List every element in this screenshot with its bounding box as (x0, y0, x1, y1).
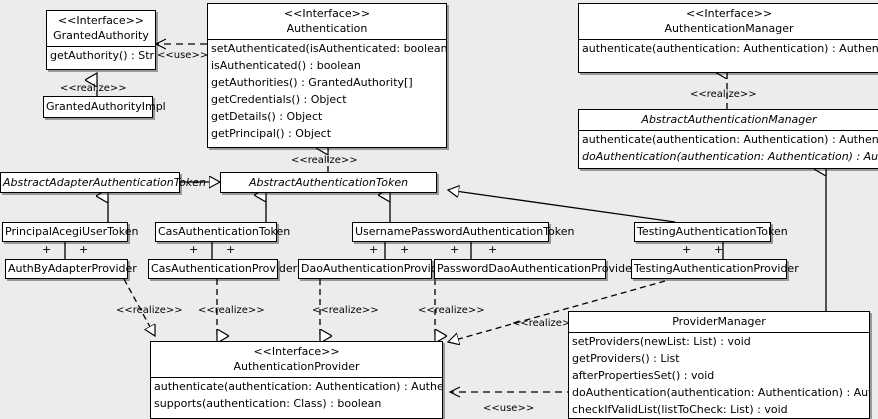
association-multiplicity-upat-1: + (369, 243, 379, 256)
class-name: GrantedAuthority (53, 29, 149, 42)
association-multiplicity-upat-4: + (488, 243, 498, 256)
label-realize-password-dao-authentication-provider: <<realize>> (418, 305, 485, 316)
operation: isAuthenticated() : boolean (211, 59, 361, 72)
operation: authenticate(authentication: Authenticat… (154, 380, 442, 393)
class-box-testing-authentication-token[interactable]: TestingAuthenticationToken (634, 222, 788, 242)
class-box-principal-acegi-user-token[interactable]: PrincipalAcegiUserToken (2, 222, 138, 242)
class-name: ProviderManager (672, 315, 766, 328)
operation: supports(authentication: Class) : boolea… (154, 397, 382, 410)
class-box-cas-authentication-provider[interactable]: CasAuthenticationProvider (148, 259, 297, 279)
operation: authenticate(authentication: Authenticat… (582, 42, 878, 55)
class-header: ProviderManager (569, 312, 869, 332)
class-header: <<Interface>> AuthenticationManager (579, 4, 878, 39)
operation: doAuthentication(authentication: Authent… (572, 386, 869, 399)
line-generalization-testingtoken-to-abstracttoken (448, 190, 676, 223)
stereotype-label: <<Interface>> (283, 7, 371, 20)
operations-compartment: getAuthority() : String (47, 46, 155, 64)
association-multiplicity-cas-token-right: + (226, 243, 236, 256)
association-multiplicity-upat-2: + (400, 243, 410, 256)
class-name: AbstractAuthenticationManager (641, 113, 817, 126)
association-multiplicity-upat-3: + (450, 243, 460, 256)
operations-compartment: authenticate(authentication: Authenticat… (579, 39, 878, 57)
class-box-cas-authentication-token[interactable]: CasAuthenticationToken (155, 222, 290, 242)
stereotype-label: <<Interface>> (57, 14, 145, 27)
association-multiplicity-principal-token-right: + (79, 243, 89, 256)
label-use-authentication-granted-authority: <<use>> (157, 50, 209, 61)
operation: authenticate(authentication: Authenticat… (582, 133, 878, 146)
class-name: Authentication (286, 22, 368, 35)
operation: getAuthorities() : GrantedAuthority[] (211, 76, 413, 89)
operation: getProviders() : List (572, 352, 680, 365)
label-realize-granted-authority-impl: <<realize>> (60, 83, 127, 94)
association-multiplicity-principal-token-left: + (42, 243, 52, 256)
association-multiplicity-cas-token-left: + (189, 243, 199, 256)
class-name: AuthenticationManager (664, 22, 794, 35)
operation: getDetails() : Object (211, 110, 323, 123)
operation: getCredentials() : Object (211, 93, 347, 106)
class-box-testing-authentication-provider[interactable]: TestingAuthenticationProvider (631, 259, 799, 279)
label-realize-auth-by-adapter-provider: <<realize>> (116, 305, 183, 316)
stereotype-label: <<Interface>> (685, 7, 773, 20)
operation: checkIfValidList(listToCheck: List) : vo… (572, 403, 788, 416)
class-box-username-password-authentication-token[interactable]: UsernamePasswordAuthenticationToken (352, 222, 575, 242)
class-box-auth-by-adapter-provider[interactable]: AuthByAdapterProvider (5, 259, 137, 279)
class-box-authentication[interactable]: <<Interface>> Authentication setAuthenti… (207, 3, 447, 148)
label-realize-abstract-authentication-manager: <<realize>> (690, 89, 757, 100)
class-box-abstract-authentication-token[interactable]: AbstractAuthenticationToken (220, 172, 437, 193)
operation: doAuthentication(authentication: Authent… (582, 150, 878, 163)
label-use-provider-manager-authentication-provider: <<use>> (483, 403, 535, 414)
class-box-password-dao-authentication-provider[interactable]: PasswordDaoAuthenticationProvider (434, 259, 636, 279)
class-header: <<Interface>> GrantedAuthority (47, 11, 155, 46)
label-realize-testing-authentication-provider: <<realize>> (512, 318, 579, 329)
operations-compartment: authenticate(authentication: Authenticat… (151, 377, 442, 412)
class-box-abstract-adapter-authentication-token[interactable]: AbstractAdapterAuthenticationToken (0, 172, 206, 193)
class-box-authentication-provider[interactable]: <<Interface>> AuthenticationProvider aut… (150, 341, 443, 419)
class-box-granted-authority[interactable]: <<Interface>> GrantedAuthority getAuthor… (46, 10, 156, 70)
operations-compartment: authenticate(authentication: Authenticat… (579, 130, 878, 165)
class-header: <<Interface>> AuthenticationProvider (151, 342, 442, 377)
label-realize-cas-authentication-provider: <<realize>> (198, 305, 265, 316)
class-name: AuthenticationProvider (233, 360, 360, 373)
class-box-authentication-manager[interactable]: <<Interface>> AuthenticationManager auth… (578, 3, 878, 73)
operation: getAuthority() : String (50, 49, 155, 62)
operation: setAuthenticated(isAuthenticated: boolea… (211, 42, 446, 55)
stereotype-label: <<Interface>> (253, 345, 340, 358)
label-realize-dao-authentication-provider: <<realize>> (312, 305, 379, 316)
class-box-provider-manager[interactable]: ProviderManager setProviders(newList: Li… (568, 311, 870, 419)
class-header: <<Interface>> Authentication (208, 4, 446, 39)
association-multiplicity-testing-token-right: + (714, 243, 724, 256)
operations-compartment: setAuthenticated(isAuthenticated: boolea… (208, 39, 446, 142)
association-multiplicity-testing-token-left: + (682, 243, 692, 256)
operation: setProviders(newList: List) : void (572, 335, 751, 348)
operation: getPrincipal() : Object (211, 127, 332, 140)
operation: afterPropertiesSet() : void (572, 369, 715, 382)
class-box-granted-authority-impl[interactable]: GrantedAuthorityImpl (43, 96, 166, 118)
label-realize-abstract-authentication-token: <<realize>> (291, 155, 358, 166)
class-box-dao-authentication-provider[interactable]: DaoAuthenticationProvider (298, 259, 449, 279)
operations-compartment: setProviders(newList: List) : void getPr… (569, 332, 869, 418)
class-header: AbstractAuthenticationManager (579, 110, 878, 130)
class-box-abstract-authentication-manager[interactable]: AbstractAuthenticationManager authentica… (578, 109, 878, 169)
